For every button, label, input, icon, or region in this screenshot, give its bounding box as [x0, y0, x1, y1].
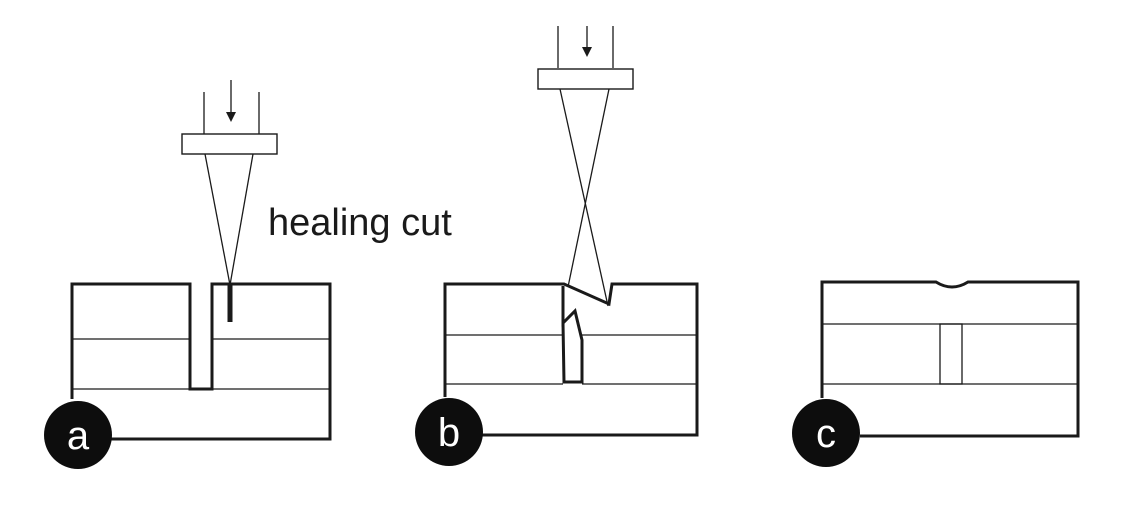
- laser-cone-right: [229, 153, 254, 286]
- workpiece-outline: [443, 282, 699, 437]
- down-arrow-icon: [226, 112, 236, 122]
- laser-cone-right: [567, 88, 610, 288]
- laser-cone-left: [559, 88, 609, 307]
- panel-a: healing cut a: [44, 80, 452, 469]
- focusing-lens: [181, 133, 278, 155]
- focusing-lens: [537, 68, 634, 90]
- panel-label-b: b: [438, 411, 460, 455]
- beam-delivery-b: [537, 26, 634, 307]
- panel-label-c: c: [816, 412, 836, 456]
- workpiece-c: [820, 280, 1080, 438]
- panel-label-a: a: [67, 414, 90, 458]
- badge-circle: [44, 401, 112, 469]
- workpiece-outline-left: [70, 282, 332, 441]
- healed-cut-region: [939, 323, 963, 385]
- workpiece-a: [70, 282, 332, 441]
- workpiece-outline: [820, 280, 1080, 438]
- down-arrow-icon: [582, 47, 592, 57]
- workpiece-b: [443, 282, 699, 437]
- badge-circle: [415, 398, 483, 466]
- panel-c: c: [792, 280, 1080, 467]
- annotation-label: healing cut: [268, 202, 452, 244]
- badge-circle: [792, 399, 860, 467]
- panel-badge-a: a: [44, 401, 112, 469]
- healed-cut-channel: [561, 286, 584, 384]
- beam-delivery-a: [181, 80, 278, 286]
- laser-cone-left: [204, 153, 231, 286]
- panel-b: b: [415, 26, 699, 466]
- panel-badge-c: c: [792, 399, 860, 467]
- panel-badge-b: b: [415, 398, 483, 466]
